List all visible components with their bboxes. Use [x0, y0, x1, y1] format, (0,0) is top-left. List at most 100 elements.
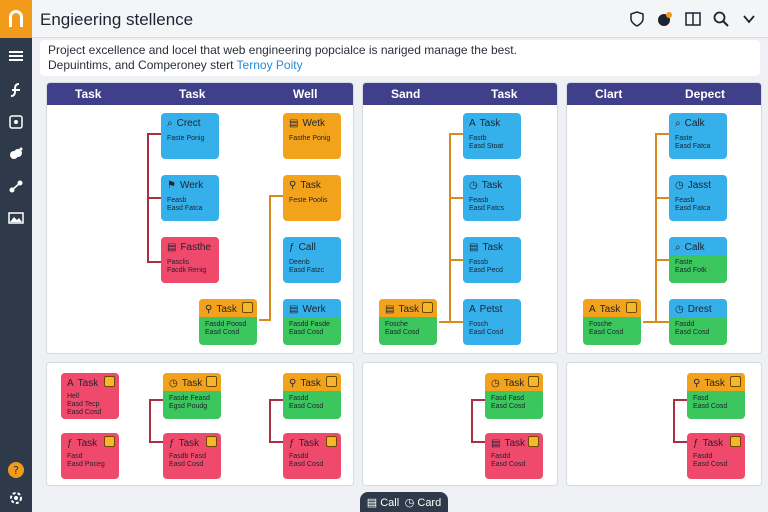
card-title: ◷Task — [469, 180, 503, 191]
card-subtitle: Feste Poolis — [289, 197, 328, 204]
search-icon[interactable] — [712, 10, 730, 28]
card-title: ⚲Task — [693, 378, 725, 389]
clock-icon: ◷ — [404, 496, 418, 509]
card-subtitle: Faste Easd Fotk — [675, 259, 707, 274]
card-subtitle: Fasdd Easd Cosd — [491, 453, 526, 468]
pin-icon: ⚲ — [693, 378, 701, 389]
card-subtitle: Fastb Easd Stoat — [469, 135, 504, 150]
banner-line-1: Project excellence and locel that web en… — [48, 43, 517, 57]
card-subtitle: Faste Ponig — [167, 135, 205, 142]
card-title: ▤Wetk — [289, 118, 326, 129]
card-subtitle: Fosche Easd Cosd — [589, 321, 624, 336]
panel-header: Sand Task — [363, 83, 557, 105]
badge-icon — [206, 436, 217, 447]
help-icon[interactable]: ? — [0, 458, 32, 482]
card-subtitle: Fasdb Fasd Easd Cosd — [169, 453, 206, 468]
function-icon: ƒ — [169, 438, 175, 449]
card-subtitle: Fosch Easd Cosd — [469, 321, 504, 336]
banner-line-2: Depuintims, and Comperoney stert — [48, 58, 237, 72]
logo-icon[interactable] — [0, 0, 32, 38]
badge-icon — [104, 376, 115, 387]
column-header: Task — [179, 87, 206, 101]
pin-icon: ⚲ — [289, 378, 297, 389]
function-icon: ƒ — [289, 242, 295, 253]
badge-icon — [730, 436, 741, 447]
function-icon: ƒ — [67, 438, 73, 449]
top-bar: Engieering stellence — [32, 0, 768, 38]
card-title: ⚲Task — [205, 304, 237, 315]
column-header: Depect — [685, 87, 726, 101]
badge-icon — [730, 376, 741, 387]
badge-icon — [206, 376, 217, 387]
card-title: ⚲Task — [289, 180, 321, 191]
card-subtitle: Fasd Easd Poceg — [67, 453, 105, 468]
document-icon: ▤ — [289, 118, 299, 129]
clock-icon: ◷ — [169, 378, 178, 389]
card-subtitle: Fosche Easd Cosd — [385, 321, 420, 336]
shield-icon[interactable] — [628, 10, 646, 28]
document-icon: ▤ — [491, 438, 501, 449]
menu-icon[interactable] — [0, 44, 32, 68]
document-icon: ▤ — [469, 242, 479, 253]
card-subtitle: Deenb Easd Fatzc — [289, 259, 325, 274]
card-button[interactable]: ◷ Card — [404, 496, 442, 509]
policy-link[interactable]: Ternoy Poity — [236, 58, 303, 72]
card-title: ⌕Calk — [675, 118, 705, 129]
card-title: ◷Drest — [675, 304, 712, 315]
window-icon[interactable] — [684, 10, 702, 28]
widget-icon[interactable] — [0, 110, 32, 134]
cloud-icon[interactable] — [0, 142, 32, 166]
document-icon: ▤ — [167, 242, 177, 253]
badge-icon — [326, 436, 337, 447]
function-icon: ƒ — [693, 438, 699, 449]
settings-icon[interactable] — [0, 486, 32, 510]
call-button[interactable]: ▤ Call — [366, 496, 400, 509]
badge-icon — [242, 302, 253, 313]
text-icon: A — [469, 304, 476, 315]
image-icon[interactable] — [0, 206, 32, 230]
card-title: ⌕Calk — [675, 242, 705, 253]
search-icon: ⌕ — [167, 118, 173, 129]
graph-icon[interactable] — [0, 174, 32, 198]
text-icon: A — [469, 118, 476, 129]
card-title: ◷Jasst — [675, 180, 712, 191]
badge-icon — [326, 376, 337, 387]
document-icon: ▤ — [385, 304, 395, 315]
notification-icon[interactable] — [656, 10, 674, 28]
function-icon[interactable] — [0, 78, 32, 102]
card-title: ▤Task — [385, 304, 420, 315]
chevron-down-icon[interactable] — [740, 10, 758, 28]
